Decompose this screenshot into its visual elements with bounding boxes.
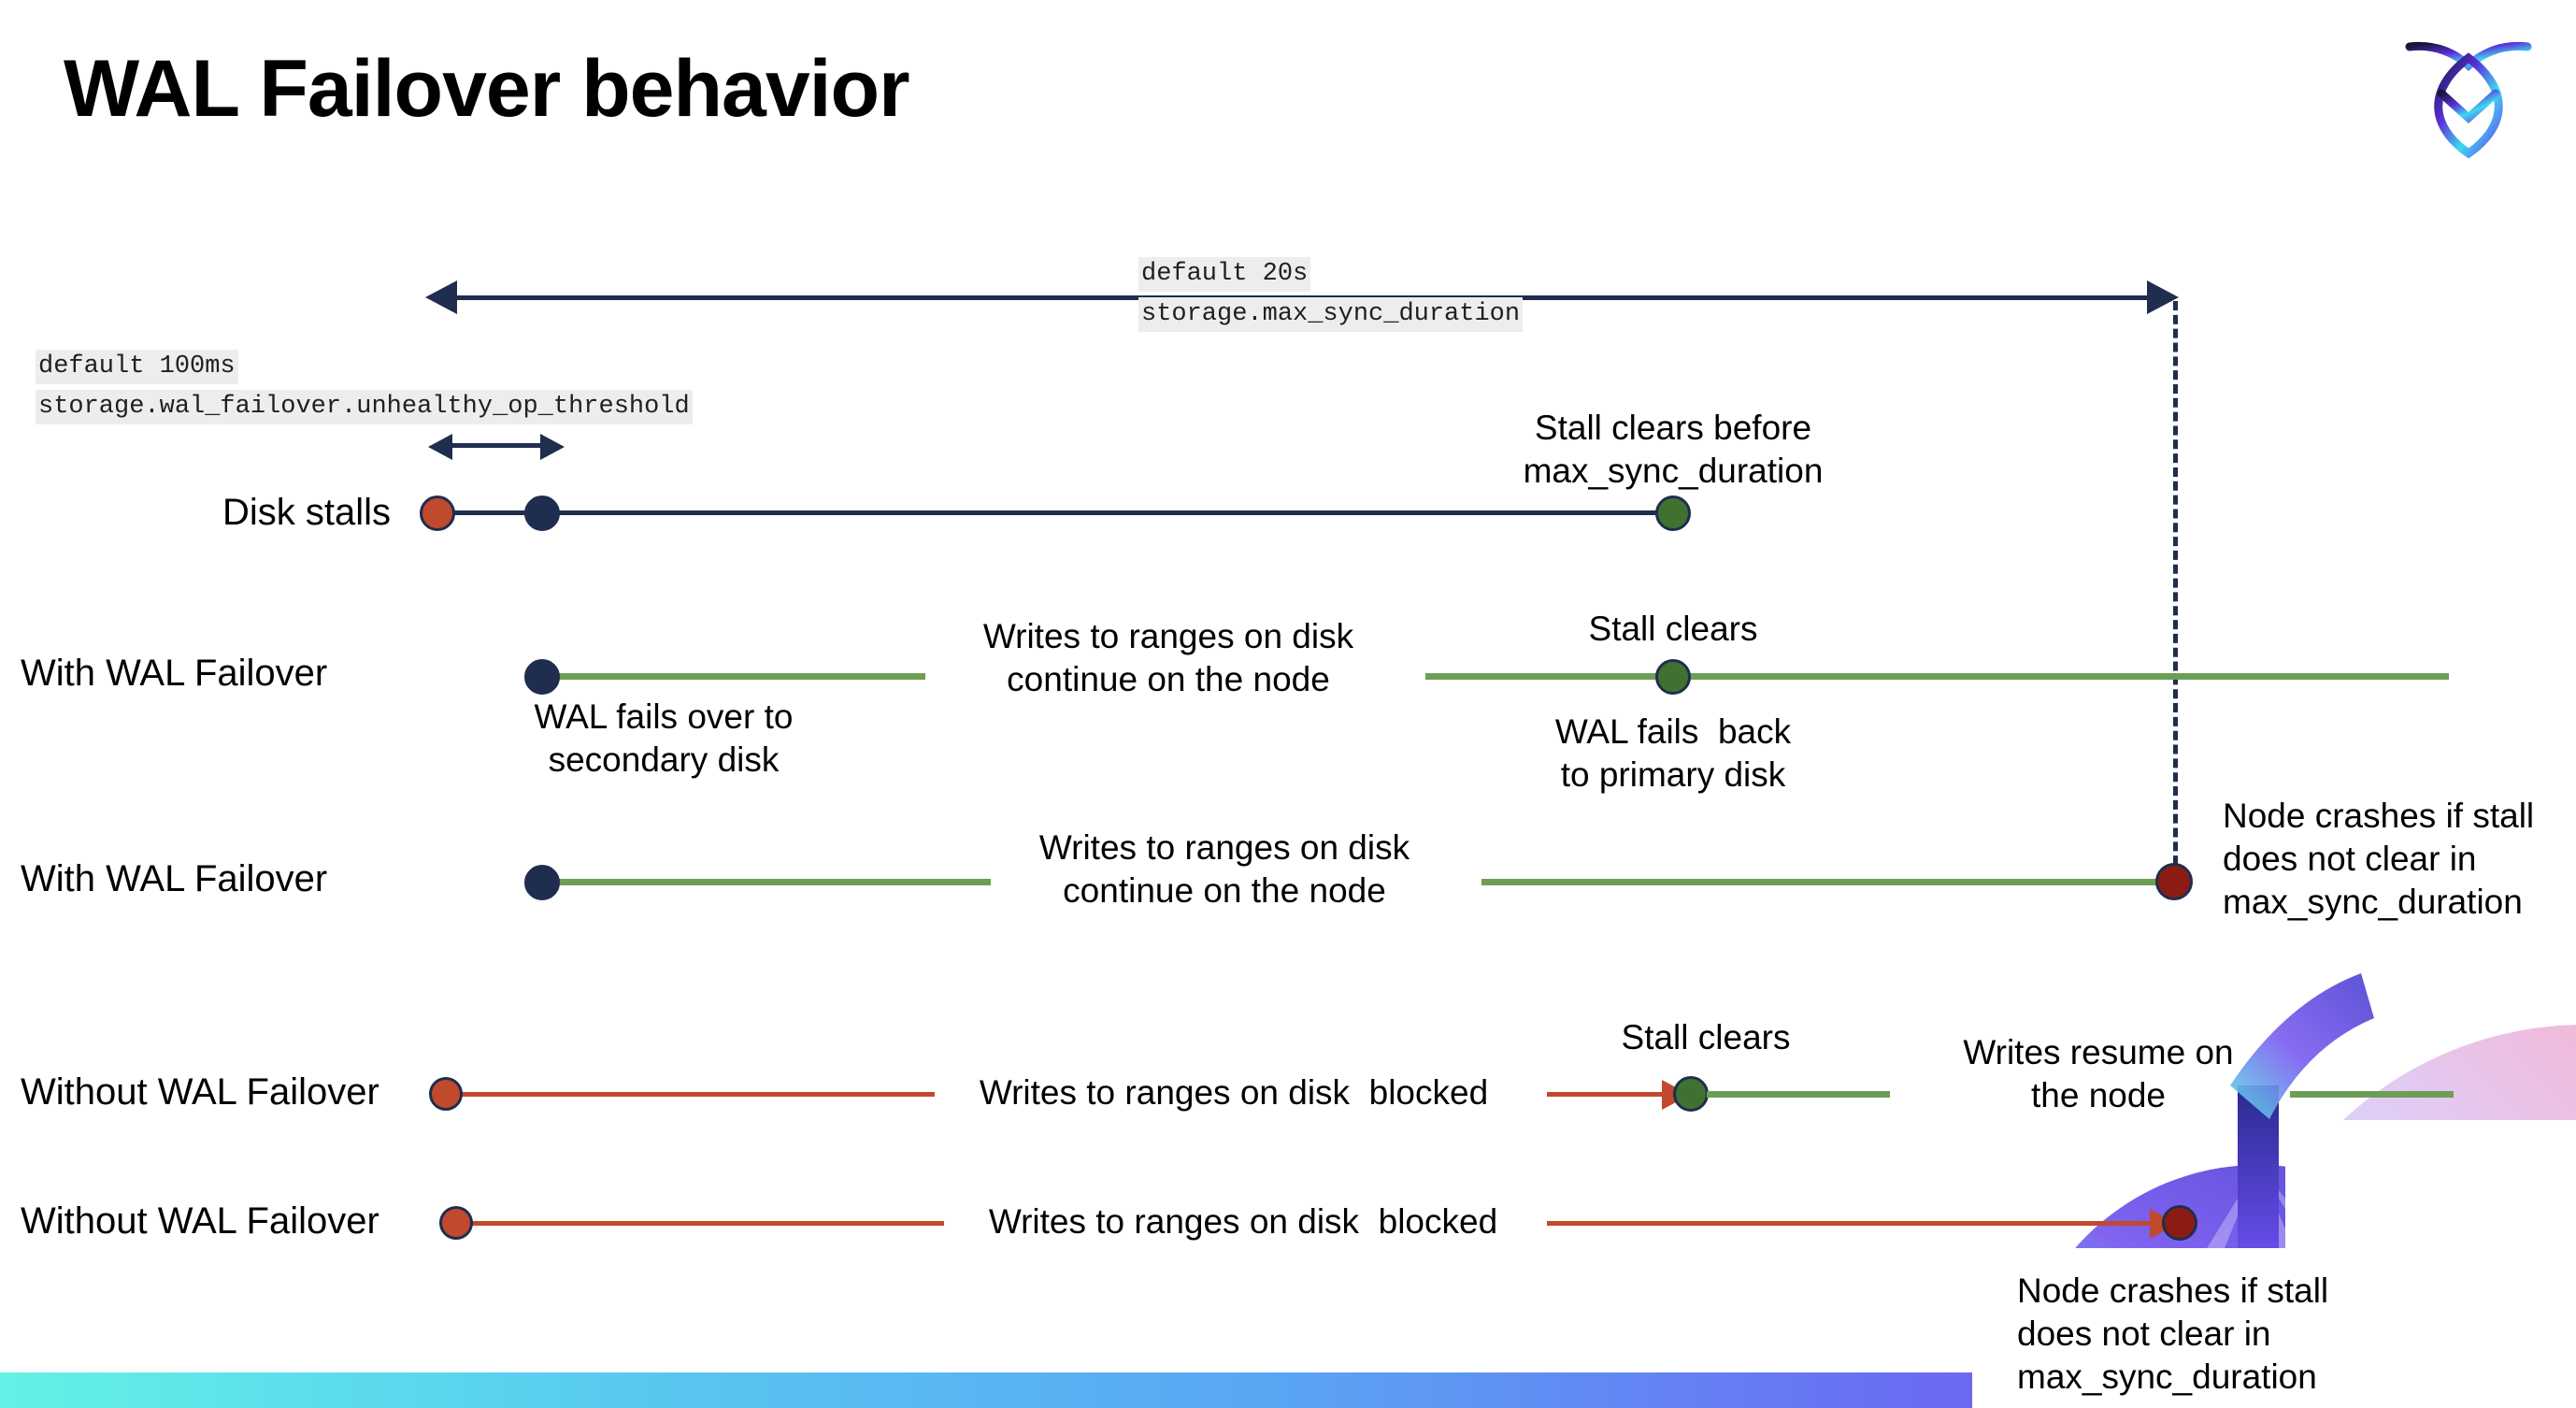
without-wal-1-segment-a xyxy=(449,1092,935,1097)
note-node-crashes-1-line1: Node crashes if stall xyxy=(2223,797,2535,835)
without-wal-1-stall-clear-dot xyxy=(1673,1076,1709,1112)
max-sync-default-label: default 20s xyxy=(1138,257,1311,292)
without-wal-1-segment-b xyxy=(1547,1092,1668,1097)
note-node-crashes-2-line3: max_sync_duration xyxy=(2017,1358,2317,1396)
note-writes-resume-line1: Writes resume on xyxy=(1963,1033,2234,1071)
with-wal-1-segment-a xyxy=(542,673,925,680)
without-wal-1-resume-segment xyxy=(1707,1091,1890,1098)
row-label-without-wal-failover-2: Without WAL Failover xyxy=(21,1200,379,1242)
max-sync-arrow-left-head xyxy=(425,280,457,314)
artwork-cover-lower-2 xyxy=(1972,1251,2576,1408)
note-writes-continue-2-line2: continue on the node xyxy=(1063,871,1386,910)
note-writes-continue-1-line1: Writes to ranges on disk xyxy=(982,617,1354,655)
max-sync-setting-label: storage.max_sync_duration xyxy=(1138,297,1524,332)
disk-stalls-timeline xyxy=(439,510,1675,515)
note-wal-fails-over-line2: secondary disk xyxy=(548,740,780,779)
unhealthy-arrow-line xyxy=(451,443,540,448)
unhealthy-setting-label: storage.wal_failover.unhealthy_op_thresh… xyxy=(36,390,693,424)
note-wal-fails-back-line1: WAL fails back xyxy=(1554,712,1792,751)
note-node-crashes-2-line1: Node crashes if stall xyxy=(2017,1272,2329,1310)
note-stall-clears-before-line1: Stall clears before xyxy=(1534,409,1812,447)
with-wal-1-failover-dot xyxy=(524,659,560,695)
with-wal-1-segment-b xyxy=(1425,673,2449,680)
note-wal-fails-over-line1: WAL fails over to xyxy=(534,697,794,736)
without-wal-2-start-dot xyxy=(439,1206,473,1240)
note-writes-blocked-1: Writes to ranges on disk blocked xyxy=(979,1073,1489,1112)
without-wal-2-segment-b xyxy=(1547,1221,2159,1226)
with-wal-2-crash-dot xyxy=(2155,863,2193,900)
disk-stalls-failover-dot xyxy=(524,496,560,531)
note-node-crashes-2-line2: does not clear in xyxy=(2017,1315,2271,1353)
with-wal-2-segment-a xyxy=(542,879,991,885)
note-writes-blocked-2: Writes to ranges on disk blocked xyxy=(988,1202,1498,1241)
without-wal-2-segment-a xyxy=(458,1221,944,1226)
cockroachdb-logo-icon xyxy=(2389,21,2548,161)
disk-stalls-start-dot xyxy=(420,496,455,531)
row-label-disk-stalls: Disk stalls xyxy=(222,492,392,533)
note-stall-clears-before-line2: max_sync_duration xyxy=(1523,452,1824,490)
note-wal-fails-back-line2: to primary disk xyxy=(1560,755,1786,794)
row-label-with-wal-failover-1: With WAL Failover xyxy=(21,653,328,694)
with-wal-1-stall-clear-dot xyxy=(1655,659,1691,695)
unhealthy-arrow-right-head xyxy=(540,434,565,460)
note-writes-resume-line2: the node xyxy=(2030,1076,2167,1114)
note-stall-clears-2: Stall clears xyxy=(1621,1018,1791,1056)
with-wal-2-failover-dot xyxy=(524,865,560,900)
artwork-cover-upper xyxy=(2285,1120,2576,1251)
unhealthy-arrow-left-head xyxy=(428,434,452,460)
note-node-crashes-1-line2: does not clear in xyxy=(2223,840,2477,878)
note-node-crashes-1-line3: max_sync_duration xyxy=(2223,883,2523,921)
note-writes-continue-2-line1: Writes to ranges on disk xyxy=(1038,828,1410,867)
max-sync-dashed-dropline xyxy=(2173,301,2178,879)
without-wal-1-start-dot xyxy=(429,1077,463,1111)
note-stall-clears-1: Stall clears xyxy=(1588,610,1758,648)
with-wal-2-segment-b xyxy=(1481,879,2173,885)
note-writes-continue-1-line2: continue on the node xyxy=(1007,660,1330,698)
without-wal-2-crash-dot xyxy=(2162,1205,2197,1241)
without-wal-1-resume-segment-2 xyxy=(2290,1091,2454,1098)
disk-stalls-clear-dot xyxy=(1655,496,1691,531)
unhealthy-default-label: default 100ms xyxy=(36,350,238,384)
row-label-without-wal-failover-1: Without WAL Failover xyxy=(21,1071,379,1113)
page-title: WAL Failover behavior xyxy=(64,44,910,134)
row-label-with-wal-failover-2: With WAL Failover xyxy=(21,858,328,899)
